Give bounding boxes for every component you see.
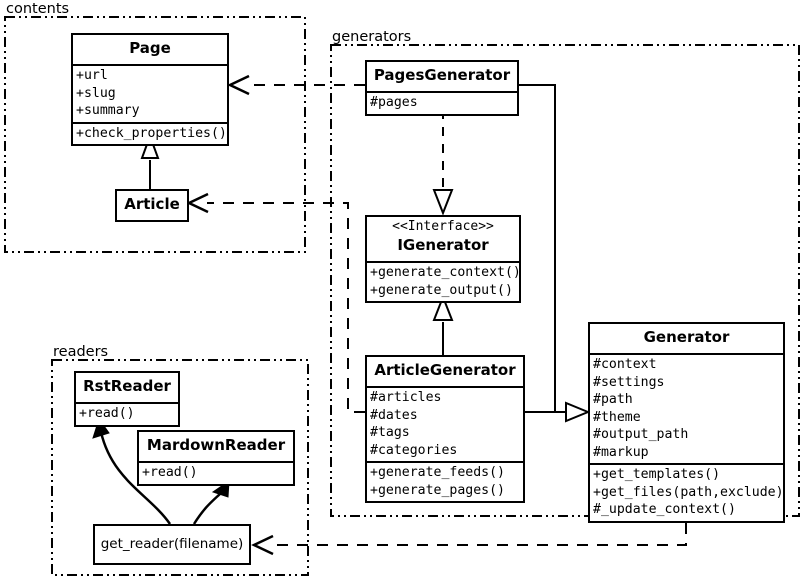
class-articlegenerator-attribute: #articles — [370, 390, 442, 405]
edge-get-reader-to-mardownreader — [192, 480, 230, 525]
class-box-pagesgenerator[interactable]: PagesGenerator #pages — [365, 60, 519, 116]
function-get-reader-section: get_reader(filename) — [95, 526, 249, 563]
class-box-generator[interactable]: Generator #context #settings #path #them… — [588, 322, 785, 523]
function-get-reader-name: get_reader(filename) — [100, 536, 244, 552]
class-box-mardownreader[interactable]: MardownReader +read() — [137, 430, 295, 486]
function-box-get-reader[interactable]: get_reader(filename) — [93, 524, 251, 565]
class-articlegenerator-title-section: ArticleGenerator — [367, 357, 523, 386]
class-articlegenerator-name: ArticleGenerator — [374, 361, 516, 379]
class-generator-attribute: #markup — [593, 444, 649, 460]
class-box-igenerator[interactable]: <<Interface>> IGenerator +generate_conte… — [365, 215, 521, 303]
edge-articlegenerator-to-article — [186, 192, 365, 413]
class-generator-attribute: #path — [593, 392, 633, 407]
class-igenerator-title-section: <<Interface>> IGenerator — [367, 217, 519, 261]
class-page-attributes-section: +url +slug +summary — [73, 64, 227, 122]
class-mardownreader-title-section: MardownReader — [139, 432, 293, 461]
class-igenerator-method: +generate_output() — [370, 282, 513, 298]
class-articlegenerator-methods-section: +generate_feeds() +generate_pages() — [367, 461, 523, 501]
class-articlegenerator-method: +generate_pages() — [370, 482, 505, 498]
class-pagesgenerator-name: PagesGenerator — [373, 66, 511, 84]
class-generator-method: +get_templates() — [593, 467, 721, 482]
class-generator-method: +get_files(path,exclude) — [593, 484, 784, 500]
class-mardownreader-name: MardownReader — [146, 436, 286, 454]
package-label-generators: generators — [332, 29, 412, 45]
class-box-article[interactable]: Article — [115, 189, 189, 222]
class-box-page[interactable]: Page +url +slug +summary +check_properti… — [71, 33, 229, 146]
class-page-attribute: +url — [76, 68, 108, 83]
class-page-title-section: Page — [73, 35, 227, 64]
class-generator-name: Generator — [643, 328, 730, 346]
class-rstreader-methods-section: +read() — [76, 402, 178, 425]
edge-pagesgenerator-to-generator — [519, 84, 591, 423]
class-articlegenerator-attribute: #dates — [370, 407, 418, 423]
class-page-name: Page — [129, 39, 171, 57]
class-generator-methods-section: +get_templates() +get_files(path,exclude… — [590, 463, 784, 521]
class-article-name: Article — [124, 195, 180, 213]
class-mardownreader-methods-section: +read() — [139, 461, 293, 484]
class-box-articlegenerator[interactable]: ArticleGenerator #articles #dates #tags … — [365, 355, 525, 503]
class-articlegenerator-attributes-section: #articles #dates #tags #categories — [367, 386, 523, 461]
class-igenerator-methods-section: +generate_context() +generate_output() — [367, 261, 521, 301]
class-rstreader-title-section: RstReader — [76, 373, 178, 402]
class-articlegenerator-method: +generate_feeds() — [370, 465, 505, 480]
class-generator-title-section: Generator — [590, 324, 783, 353]
class-generator-attribute: #theme — [593, 409, 641, 425]
class-generator-attribute: #output_path — [593, 427, 689, 442]
class-igenerator-name: IGenerator — [397, 236, 489, 254]
package-label-readers: readers — [53, 344, 109, 360]
class-igenerator-stereotype: <<Interface>> — [392, 219, 494, 234]
class-rstreader-name: RstReader — [83, 377, 171, 395]
edge-pagesgenerator-to-igenerator — [432, 110, 454, 216]
class-generator-attributes-section: #context #settings #path #theme #output_… — [590, 353, 783, 463]
class-page-attribute: +slug — [76, 85, 116, 101]
class-pagesgenerator-title-section: PagesGenerator — [367, 62, 517, 91]
class-pagesgenerator-attribute: #pages — [370, 95, 418, 110]
class-page-methods-section: +check_properties() — [73, 121, 227, 145]
class-articlegenerator-attribute: #tags — [370, 425, 410, 440]
class-rstreader-method: +read() — [79, 406, 135, 421]
package-label-contents: contents — [6, 1, 70, 17]
class-igenerator-method: +generate_context() — [370, 265, 521, 280]
edge-pagesgenerator-to-page — [227, 74, 365, 96]
class-articlegenerator-attribute: #categories — [370, 442, 458, 458]
class-page-method: +check_properties() — [76, 125, 227, 141]
class-generator-method: #_update_context() — [593, 502, 736, 517]
class-generator-attribute: #settings — [593, 374, 665, 390]
class-mardownreader-method: +read() — [142, 465, 198, 480]
edge-articlegenerator-to-igenerator — [432, 294, 454, 355]
class-page-attribute: +summary — [76, 103, 140, 118]
class-article-title-section: Article — [117, 191, 187, 220]
class-pagesgenerator-attributes-section: #pages — [367, 91, 517, 114]
class-box-rstreader[interactable]: RstReader +read() — [74, 371, 180, 427]
class-generator-attribute: #context — [593, 357, 657, 372]
